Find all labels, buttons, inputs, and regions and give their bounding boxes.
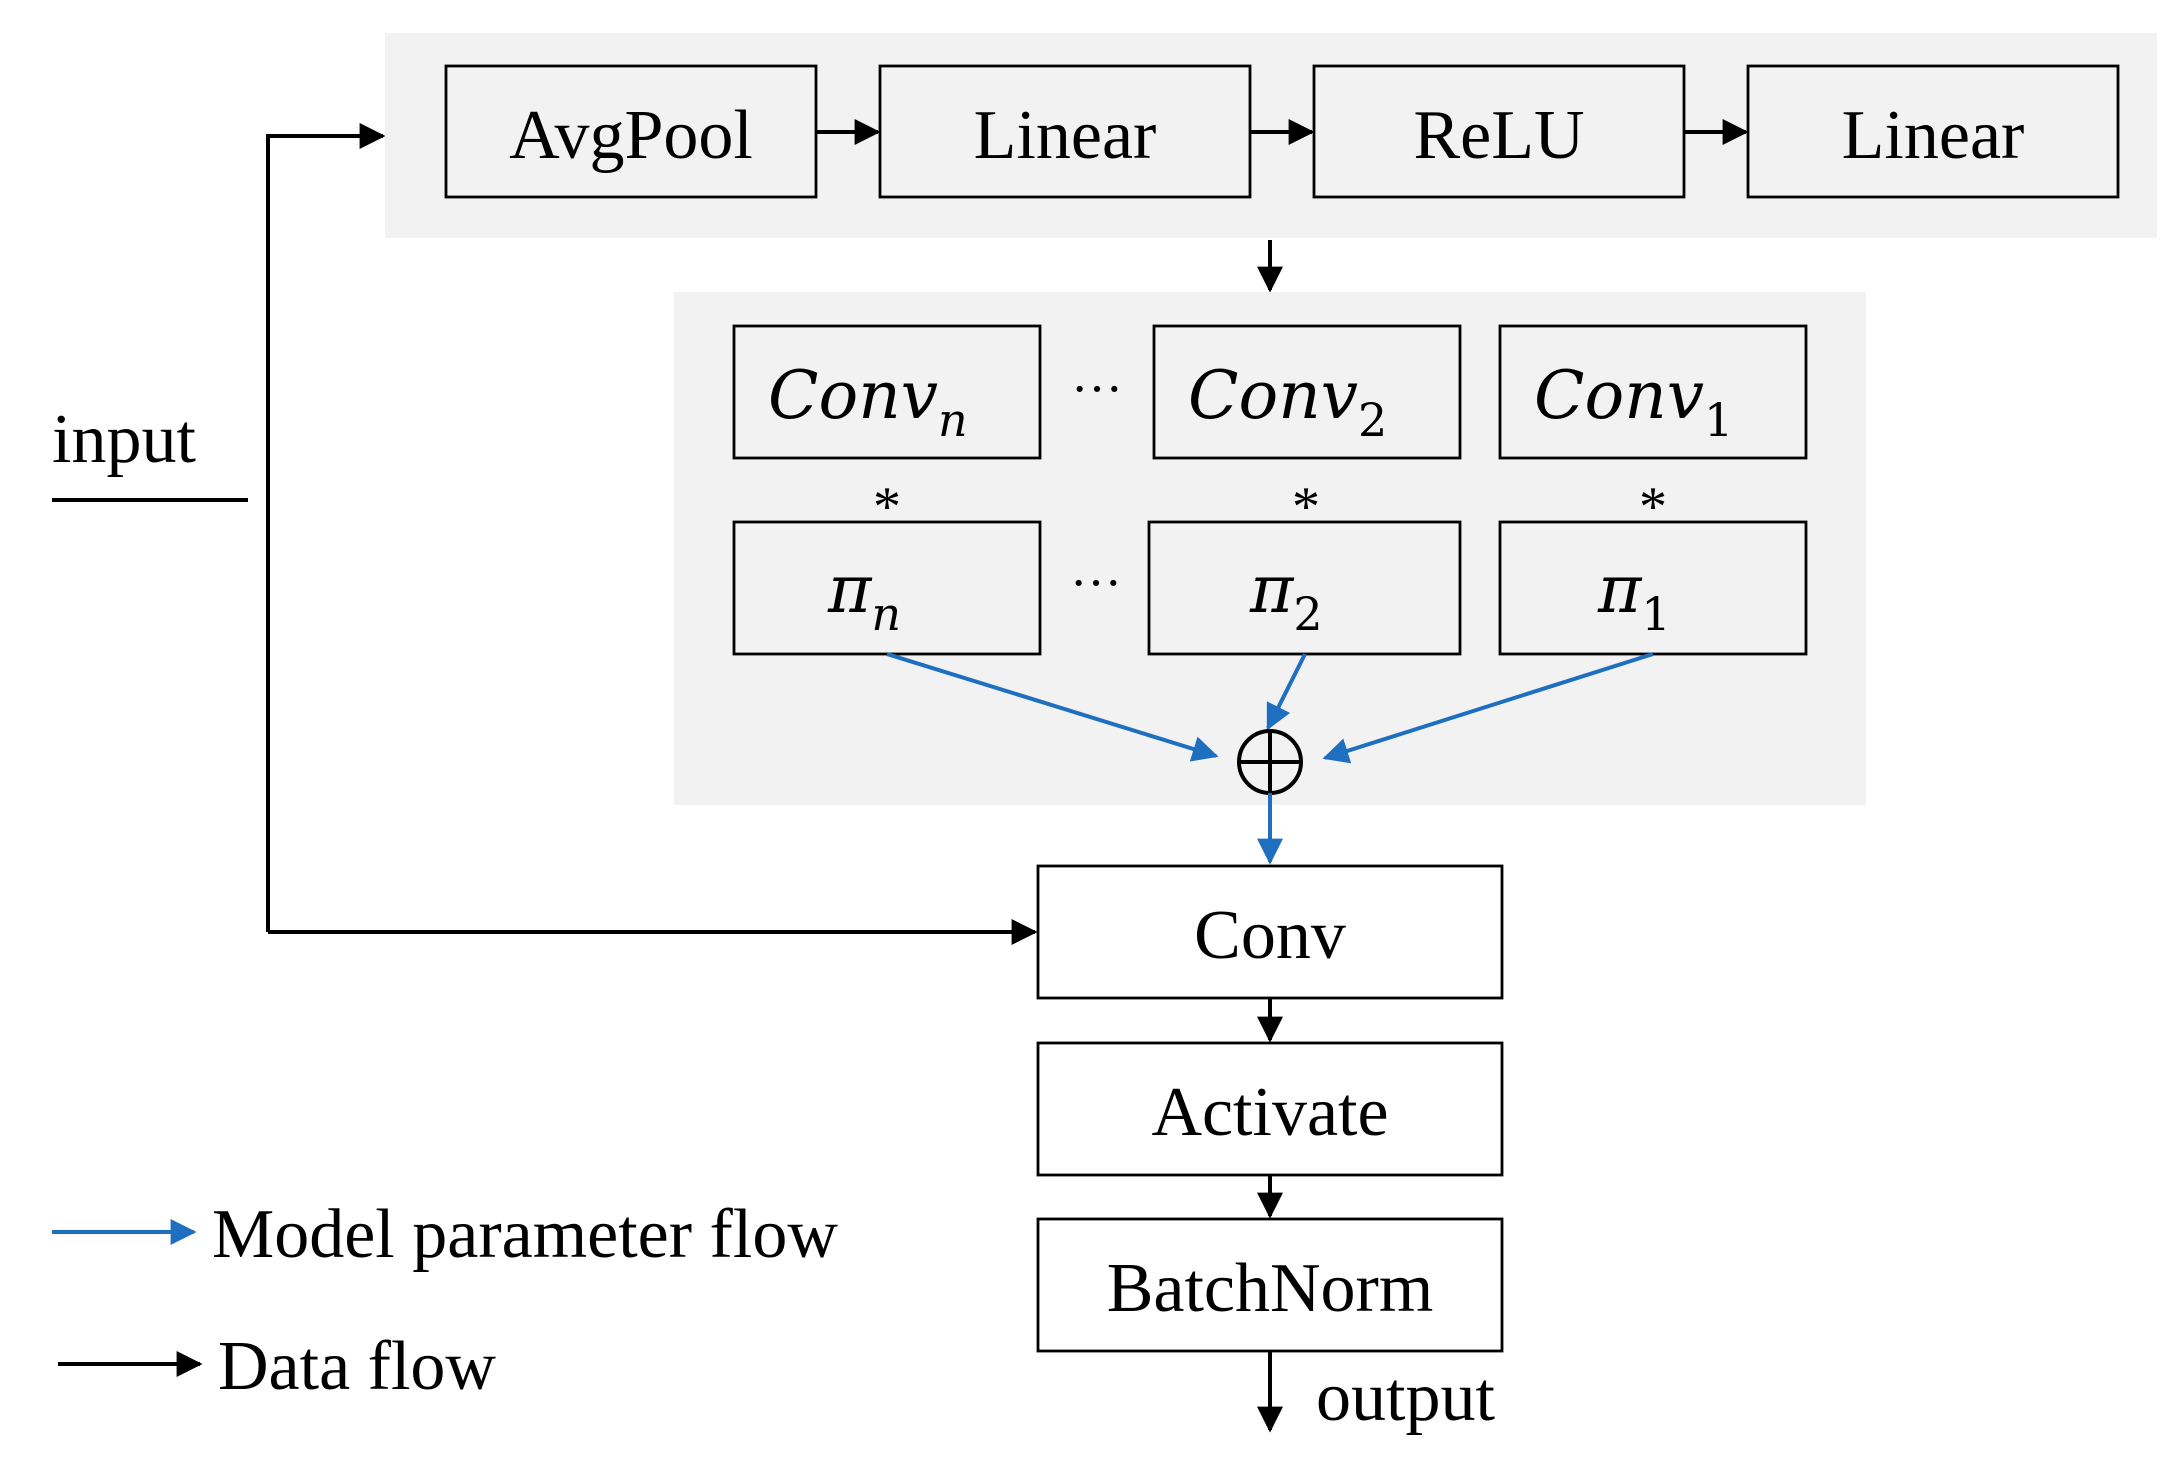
block-relu-label: ReLU [1413, 97, 1584, 174]
conv-ellipsis: ··· [1071, 361, 1123, 418]
block-conv: Conv [1036, 864, 1504, 1000]
legend-param-flow-label: Model parameter flow [212, 1196, 838, 1273]
sum-symbol [1237, 729, 1303, 795]
block-linear-2: Linear [1746, 64, 2120, 199]
expert-conv-1: Conv1 [1498, 324, 1808, 460]
block-conv-label: Conv [1194, 897, 1346, 974]
expert-conv-2: Conv2 [1152, 324, 1462, 460]
expert-weight-2: π2 [1147, 520, 1462, 656]
input-to-attention-arrow [266, 123, 386, 932]
block-batchnorm-label: BatchNorm [1107, 1250, 1434, 1327]
param-arrow-2 [1266, 653, 1307, 731]
block-avgpool-label: AvgPool [509, 97, 753, 174]
block-activate: Activate [1036, 1041, 1504, 1177]
expert-conv-n: Convn [732, 324, 1042, 460]
legend-data-flow-label: Data flow [218, 1328, 496, 1405]
expert-weight-n: πn [732, 520, 1042, 656]
expert-conv-n-label: Convn [768, 357, 968, 447]
block-activate-label: Activate [1151, 1074, 1388, 1151]
param-arrow-1 [1322, 652, 1654, 764]
input-label: input [52, 401, 196, 478]
block-linear-2-label: Linear [1842, 97, 2025, 174]
expert-conv-2-label: Conv2 [1188, 357, 1387, 447]
block-batchnorm: BatchNorm [1036, 1217, 1504, 1353]
weight-ellipsis: ··· [1070, 555, 1122, 612]
block-relu: ReLU [1312, 64, 1686, 199]
expert-weight-1: π1 [1498, 520, 1808, 656]
expert-weight-2-label: π2 [1249, 551, 1323, 641]
expert-conv-1-label: Conv1 [1534, 357, 1733, 447]
block-linear-1-label: Linear [974, 97, 1157, 174]
expert-weight-1-label: π1 [1597, 551, 1671, 641]
expert-weight-n-label: πn [827, 551, 901, 641]
block-avgpool: AvgPool [444, 64, 818, 199]
legend: Model parameter flow Data flow [52, 1196, 838, 1405]
output-label: output [1316, 1359, 1495, 1436]
block-linear-1: Linear [878, 64, 1252, 199]
param-arrow-n [886, 652, 1219, 762]
